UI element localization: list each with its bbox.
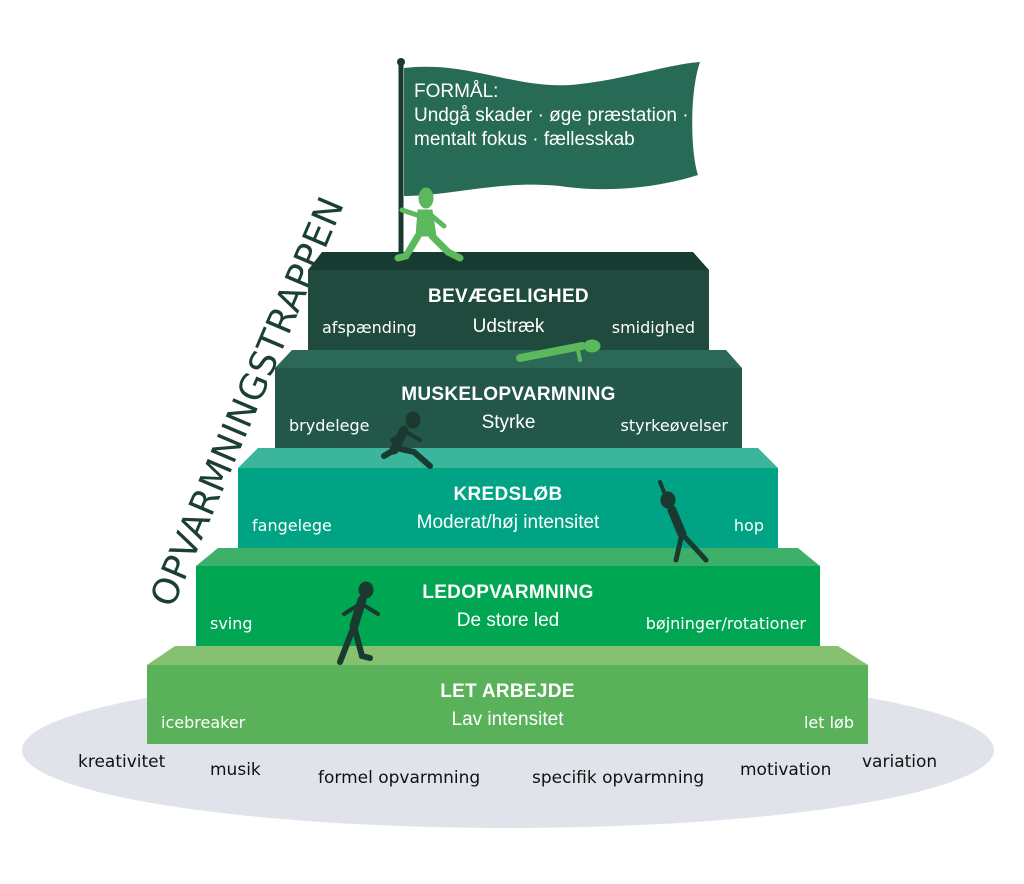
step-left-label: fangelege bbox=[252, 516, 332, 535]
step-ledopvarmning: LEDOPVARMNING De store led sving bøjning… bbox=[196, 566, 820, 646]
ground-word: specifik opvarmning bbox=[532, 768, 705, 788]
step-subtitle: Udstræk bbox=[472, 316, 545, 337]
step-right-label: let løb bbox=[803, 713, 854, 732]
step-left-label: afspænding bbox=[322, 318, 417, 337]
step-title: LET ARBEJDE bbox=[440, 681, 575, 702]
step-left-label: sving bbox=[210, 614, 253, 633]
step-title: BEVÆGELIGHED bbox=[428, 286, 589, 307]
step-right-label: smidighed bbox=[611, 318, 695, 337]
ground-word: musik bbox=[210, 760, 261, 780]
ground-word: formel opvarmning bbox=[318, 768, 481, 788]
step3-top bbox=[238, 448, 778, 468]
flag-line1: Undgå skader · øge præstation · bbox=[414, 105, 689, 126]
step-right-label: bøjninger/rotationer bbox=[645, 614, 806, 633]
step-right-label: hop bbox=[733, 516, 764, 535]
step2-top bbox=[275, 350, 742, 368]
flag-banner bbox=[404, 62, 700, 196]
flag-heading: FORMÅL: bbox=[414, 81, 499, 102]
step-left-label: brydelege bbox=[289, 416, 370, 435]
step-let-arbejde: LET ARBEJDE Lav intensitet icebreaker le… bbox=[147, 665, 868, 744]
step-kredslob: KREDSLØB Moderat/høj intensitet fangeleg… bbox=[238, 468, 778, 548]
step-title: MUSKELOPVARMNING bbox=[401, 384, 616, 405]
step1-top bbox=[308, 252, 709, 270]
ground-word: motivation bbox=[740, 760, 832, 780]
step-title: LEDOPVARMNING bbox=[422, 582, 594, 603]
step-bevaegelighed: BEVÆGELIGHED Udstræk afspænding smidighe… bbox=[308, 270, 709, 350]
step-left-label: icebreaker bbox=[161, 713, 246, 732]
step4-top bbox=[196, 548, 820, 566]
step5-top bbox=[147, 646, 868, 665]
step-subtitle: Lav intensitet bbox=[451, 709, 564, 730]
ground-word: kreativitet bbox=[78, 752, 166, 772]
flag-text: FORMÅL: Undgå skader · øge præstation · … bbox=[414, 80, 689, 152]
step-subtitle: Styrke bbox=[481, 412, 536, 433]
step-subtitle: Moderat/høj intensitet bbox=[416, 512, 600, 533]
ground-word: variation bbox=[862, 752, 938, 772]
step-muskelopvarmning: MUSKELOPVARMNING Styrke brydelege styrke… bbox=[275, 368, 742, 448]
flag-line2: mentalt fokus · fællesskab bbox=[414, 129, 635, 150]
step-title: KREDSLØB bbox=[453, 484, 563, 505]
step-right-label: styrkeøvelser bbox=[620, 416, 729, 435]
step-subtitle: De store led bbox=[456, 610, 560, 631]
